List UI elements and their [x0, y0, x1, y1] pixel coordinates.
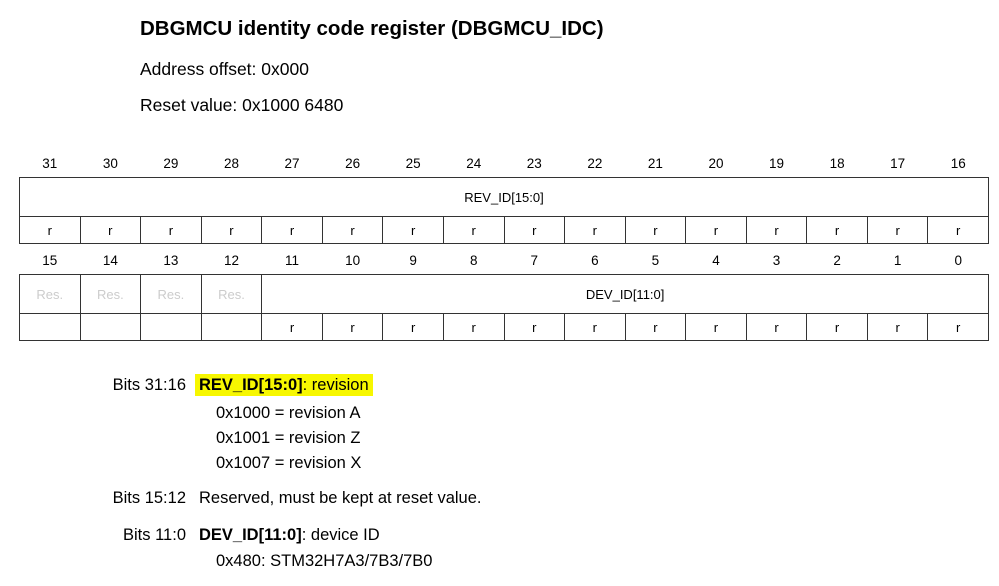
access-type: r: [685, 216, 747, 244]
bit-number: 21: [647, 155, 663, 171]
access-type: r: [442, 216, 505, 244]
rev-value: 0x1007 = revision X: [216, 454, 362, 472]
access-type: r: [503, 216, 566, 244]
access-type: [200, 313, 263, 341]
bit-number: 25: [405, 155, 421, 171]
bit-number: 12: [223, 252, 239, 268]
bit-number: 30: [102, 155, 118, 171]
bit-number: 6: [591, 252, 599, 268]
dev-value: 0x480: STM32H7A3/7B3/7B0: [216, 552, 433, 570]
bit-number: 11: [285, 252, 300, 268]
bit-number: 7: [530, 252, 539, 268]
bits-label: Bits 31:16: [112, 376, 186, 394]
bit-number: 14: [102, 252, 118, 268]
reserved-field: Res.: [200, 274, 263, 314]
bit-number: 0: [954, 252, 962, 268]
access-type: [19, 313, 81, 341]
access-type: r: [564, 313, 626, 341]
access-type: r: [624, 313, 687, 341]
bit-number: 29: [163, 155, 179, 171]
field-name: DEV_ID[11:0]: [199, 526, 302, 544]
bit-number: 5: [651, 252, 660, 268]
bit-number: 8: [469, 252, 478, 268]
access-type: r: [866, 313, 929, 341]
bit-number: 23: [526, 155, 542, 171]
access-type: r: [140, 216, 202, 244]
bit-number-row: 31 30 29 28 27 26 25 24 23 22 21 20 19 18 17 16: [20, 149, 989, 178]
access-type: r: [261, 216, 323, 244]
access-type: r: [79, 216, 142, 244]
bit-number: 22: [587, 155, 603, 171]
bit-number: 27: [284, 155, 300, 171]
access-type: r: [19, 216, 81, 244]
access-type: r: [927, 313, 989, 341]
field-name: REV_ID[15:0]: [19, 177, 989, 217]
address-offset: Address offset: 0x000: [140, 59, 309, 79]
access-type: r: [261, 313, 323, 341]
bit-number: 10: [345, 252, 361, 268]
access-type: r: [806, 313, 868, 341]
field-row: Res.Res.Res.Res.DEV_ID[11:0]: [19, 274, 989, 314]
field-desc: : revision: [302, 376, 369, 394]
bits-label: Bits 15:12: [112, 489, 186, 507]
bit-number: 13: [163, 252, 179, 268]
bit-number: 1: [893, 252, 902, 268]
access-type: r: [321, 313, 384, 341]
access-type: r: [382, 313, 444, 341]
access-type: r: [442, 313, 505, 341]
reset-value: Reset value: 0x1000 6480: [140, 95, 344, 115]
access-type: r: [200, 216, 263, 244]
reserved-desc: Reserved, must be kept at reset value.: [199, 489, 482, 507]
bit-number: 20: [708, 155, 724, 171]
access-type: [79, 313, 142, 341]
field-row: REV_ID[15:0]: [19, 177, 989, 217]
rev-value: 0x1001 = revision Z: [216, 429, 361, 447]
bit-number: 24: [466, 155, 482, 171]
access-type: r: [745, 313, 808, 341]
bit-number: 4: [712, 252, 720, 268]
rev-id-heading: REV_ID[15:0]: revision: [195, 374, 373, 396]
access-type: r: [503, 313, 566, 341]
reserved-field: Res.: [19, 274, 81, 314]
access-type: r: [745, 216, 808, 244]
access-type: r: [685, 313, 747, 341]
reserved-field: Res.: [140, 274, 202, 314]
bit-number: 18: [829, 155, 845, 171]
access-type: r: [806, 216, 868, 244]
bits-label: Bits 11:0: [123, 526, 186, 544]
rev-value: 0x1000 = revision A: [216, 404, 361, 422]
reserved-field: Res.: [79, 274, 142, 314]
field-desc: : device ID: [301, 526, 380, 544]
bit-number: 26: [345, 155, 361, 171]
bit-number: 15: [42, 252, 58, 268]
access-type: r: [564, 216, 626, 244]
access-type: [140, 313, 202, 341]
dev-id-heading: DEV_ID[11:0]: device ID: [199, 526, 380, 545]
bit-number: 16: [950, 155, 966, 171]
bit-number: 28: [223, 155, 239, 171]
bit-number: 2: [833, 252, 841, 268]
field-name: REV_ID[15:0]: [199, 376, 303, 394]
access-type: r: [866, 216, 929, 244]
bit-number: 9: [409, 252, 417, 268]
bit-number: 31: [42, 155, 58, 171]
access-type: r: [382, 216, 444, 244]
access-type: r: [321, 216, 384, 244]
bit-number: 17: [890, 155, 906, 171]
access-type: r: [927, 216, 989, 244]
field-name: DEV_ID[11:0]: [261, 274, 989, 314]
access-type: r: [624, 216, 687, 244]
bit-number: 3: [772, 252, 781, 268]
bit-number: 19: [769, 155, 785, 171]
register-title: DBGMCU identity code register (DBGMCU_ID…: [140, 17, 604, 40]
